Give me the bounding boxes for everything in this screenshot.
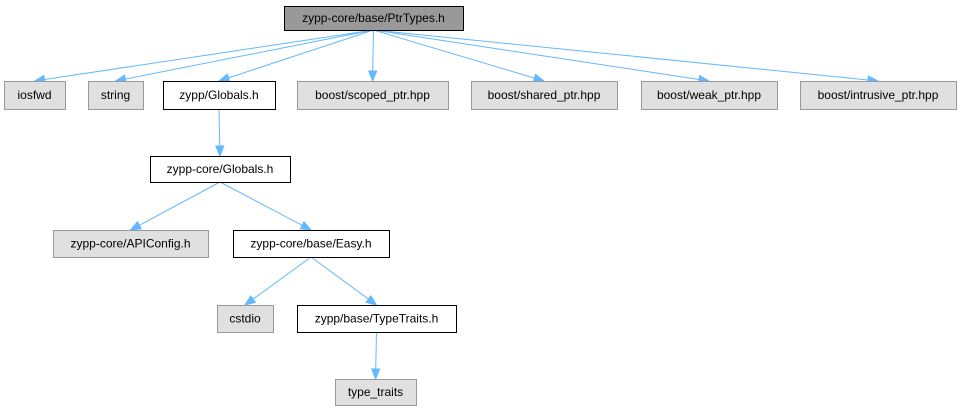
node-weak-ptr: boost/weak_ptr.hpp xyxy=(641,81,778,110)
edge-easy-to-typetraits xyxy=(310,256,378,306)
node-typetraits[interactable]: zypp/base/TypeTraits.h xyxy=(297,305,457,333)
node-label: type_traits xyxy=(348,385,403,399)
arrowhead-icon xyxy=(217,73,231,83)
edge-line xyxy=(218,108,221,147)
node-label: boost/intrusive_ptr.hpp xyxy=(818,88,939,102)
graph-nodes: zypp-core/base/PtrTypes.h iosfwd string zyp… xyxy=(4,6,957,406)
node-box xyxy=(284,6,464,31)
node-type-traits: type_traits xyxy=(335,379,417,406)
node-zypp-globals[interactable]: zypp/Globals.h xyxy=(163,81,276,110)
edge-line xyxy=(125,29,374,80)
edge-core-globals-to-easy xyxy=(219,181,313,231)
edge-ptrtypes-to-iosfwd xyxy=(33,29,374,85)
edge-zypp-globals-to-core-globals xyxy=(215,108,225,158)
node-box xyxy=(88,81,144,110)
edge-line xyxy=(139,181,221,226)
node-box xyxy=(233,230,390,258)
node-label: zypp-core/base/PtrTypes.h xyxy=(302,11,445,25)
node-label: cstdio xyxy=(229,312,261,326)
edge-ptrtypes-to-string xyxy=(114,29,374,84)
edge-ptrtypes-to-shared-ptr xyxy=(373,29,546,83)
edge-line xyxy=(252,256,312,300)
node-label: boost/weak_ptr.hpp xyxy=(657,88,761,102)
arrowhead-icon xyxy=(367,70,378,83)
node-label: zypp-core/base/Easy.h xyxy=(250,237,371,251)
arrowhead-icon xyxy=(129,220,142,231)
node-label: zypp/Globals.h xyxy=(179,88,258,102)
arrowhead-icon xyxy=(532,73,546,83)
node-box xyxy=(4,81,66,110)
edge-ptrtypes-to-weak-ptr xyxy=(373,29,711,85)
node-ptrtypes[interactable]: zypp-core/base/PtrTypes.h xyxy=(284,6,464,31)
node-shared-ptr: boost/shared_ptr.hpp xyxy=(471,81,618,110)
edge-line xyxy=(373,29,700,80)
edge-line xyxy=(375,331,377,370)
node-box xyxy=(217,305,274,333)
node-apiconfig: zypp-core/APIConfig.h xyxy=(53,230,209,258)
node-scoped-ptr: boost/scoped_ptr.hpp xyxy=(297,81,449,110)
node-iosfwd: iosfwd xyxy=(4,81,66,110)
edge-line xyxy=(310,256,369,300)
node-box xyxy=(641,81,778,110)
edge-line xyxy=(372,29,374,72)
node-label: zypp/base/TypeTraits.h xyxy=(315,312,439,326)
node-box xyxy=(335,379,417,406)
node-box xyxy=(163,81,276,110)
edge-line xyxy=(373,29,535,79)
node-box xyxy=(297,81,449,110)
node-cstdio: cstdio xyxy=(217,305,274,333)
node-box xyxy=(297,305,457,333)
edge-ptrtypes-to-intrusive-ptr xyxy=(373,29,880,85)
node-label: zypp-core/Globals.h xyxy=(167,162,274,176)
edge-line xyxy=(373,29,869,81)
arrowhead-icon xyxy=(243,294,257,306)
node-label: string xyxy=(101,88,130,102)
node-string: string xyxy=(88,81,144,110)
node-easy[interactable]: zypp-core/base/Easy.h xyxy=(233,230,390,258)
arrowhead-icon xyxy=(365,294,378,306)
node-label: iosfwd xyxy=(17,88,51,102)
edge-line xyxy=(44,29,374,81)
node-intrusive-ptr: boost/intrusive_ptr.hpp xyxy=(800,81,957,110)
node-box xyxy=(800,81,957,110)
node-box xyxy=(53,230,209,258)
node-label: zypp-core/APIConfig.h xyxy=(70,237,190,251)
node-box xyxy=(150,156,291,183)
edge-line xyxy=(219,181,303,226)
edge-ptrtypes-to-scoped-ptr xyxy=(367,29,378,83)
node-label: boost/scoped_ptr.hpp xyxy=(315,88,430,102)
arrowhead-icon xyxy=(299,220,313,231)
edge-easy-to-cstdio xyxy=(243,256,312,306)
edge-core-globals-to-apiconfig xyxy=(129,181,221,231)
edge-typetraits-to-type-traits xyxy=(370,331,381,381)
node-label: boost/shared_ptr.hpp xyxy=(488,88,601,102)
edge-line xyxy=(228,29,374,79)
node-box xyxy=(471,81,618,110)
arrowhead-icon xyxy=(215,145,225,158)
node-core-globals[interactable]: zypp-core/Globals.h xyxy=(150,156,291,183)
arrowhead-icon xyxy=(370,368,381,381)
